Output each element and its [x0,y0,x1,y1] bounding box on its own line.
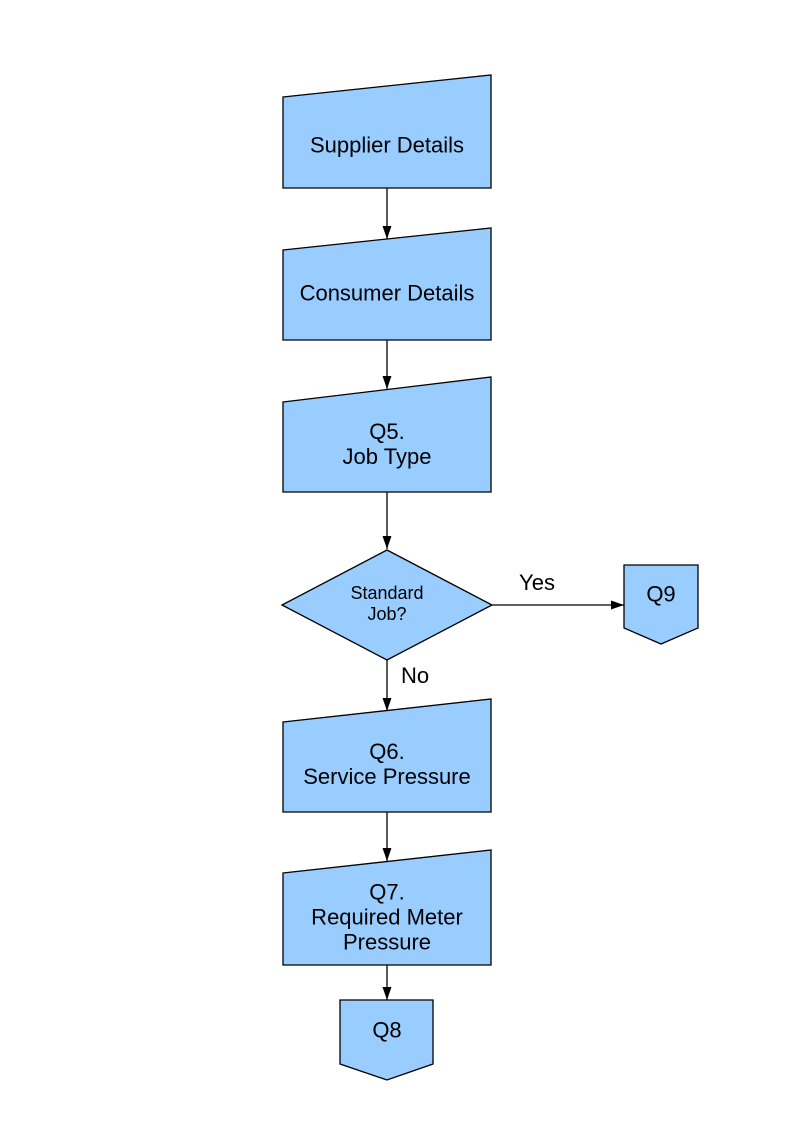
node-q6-service-pressure-label: Q6. Service Pressure [303,739,471,789]
node-q5-job-type-shape [282,376,492,493]
node-q6-service-pressure-shape [282,698,492,813]
node-q9-connector-label: Q9 [646,581,676,607]
node-q8-connector-label: Q8 [372,1017,402,1043]
edge-yes-label: Yes [519,570,555,595]
node-q8-connector-shape [339,999,434,1081]
node-q5-job-type-label: Q5. Job Type [342,419,432,469]
node-q9-connector-shape [623,564,699,645]
node-q7-required-meter-pressure-label: Q7. Required Meter Pressure [311,879,463,955]
node-consumer-details-shape [282,227,492,341]
node-standard-job-decision-shape [280,549,494,661]
node-supplier-details-shape [282,74,492,189]
node-q7-required-meter-pressure-shape [282,849,492,966]
edge-no-label: No [400,663,430,688]
node-consumer-details-label: Consumer Details [299,280,475,306]
node-standard-job-decision-label: Standard Job? [350,583,424,624]
node-supplier-details-label: Supplier Details [309,132,465,158]
